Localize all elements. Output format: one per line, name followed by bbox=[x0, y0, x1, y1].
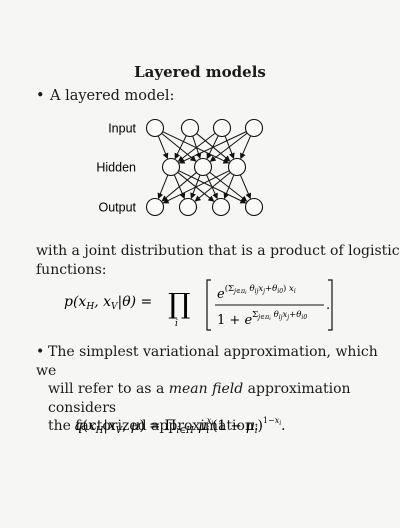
bullet2-line-2: will refer to as a mean field approximat… bbox=[36, 380, 400, 417]
bullet2-line-1: •The simplest variational approximation,… bbox=[36, 343, 400, 380]
bullet2-line-2-post: approximation considers bbox=[48, 381, 351, 416]
layer-label-output: Output bbox=[98, 201, 136, 215]
edge-1-2-0 bbox=[162, 170, 230, 204]
edge-1-1-1 bbox=[190, 174, 201, 200]
bullet-mean-field: •The simplest variational approximation,… bbox=[36, 343, 400, 436]
output-node-3 bbox=[211, 197, 231, 217]
mean-field-term: mean field bbox=[168, 381, 244, 397]
bullet2-line-1-text: The simplest variational approximation, … bbox=[36, 344, 378, 379]
edge-0-3-2 bbox=[240, 135, 252, 160]
bullet-text: A layered model: bbox=[50, 88, 175, 104]
bullet-dot: • bbox=[36, 344, 45, 360]
input-node-1 bbox=[145, 118, 165, 138]
edge-1-2-1 bbox=[194, 171, 231, 202]
input-node-4 bbox=[244, 118, 264, 138]
hidden-node-2 bbox=[193, 157, 213, 177]
edge-0-0-0 bbox=[157, 135, 169, 160]
para-line-1: with a joint distribution that is a prod… bbox=[36, 243, 400, 259]
edge-1-0-0 bbox=[157, 174, 169, 200]
slide-title: Layered models bbox=[134, 63, 266, 81]
bullet2-line-2-pre: will refer to as a bbox=[48, 381, 169, 397]
eq1-left-bracket bbox=[206, 279, 211, 331]
eq1-denominator: 1 + eΣj∈πi θijxj+θi0 bbox=[217, 310, 307, 328]
eq1-right-bracket bbox=[328, 279, 333, 331]
para-line-2: functions: bbox=[36, 261, 107, 278]
edge-1-2-3 bbox=[239, 174, 252, 200]
eq1-numerator: e(Σj∈πi θijxj+θi0) xi bbox=[217, 283, 296, 302]
output-node-1 bbox=[145, 197, 165, 217]
edge-0-1-0 bbox=[174, 135, 187, 160]
hidden-node-1 bbox=[161, 157, 181, 177]
bullet2-line-3: the factorized approximation: bbox=[48, 418, 259, 434]
output-node-2 bbox=[178, 197, 198, 217]
edge-0-0-2 bbox=[162, 131, 230, 164]
output-node-4 bbox=[244, 197, 264, 217]
layer-label-input: Input bbox=[108, 122, 136, 136]
eq1-product: ∏ bbox=[168, 287, 190, 320]
input-node-2 bbox=[180, 118, 200, 138]
eq1-product-index: i bbox=[175, 319, 178, 329]
eq1-lhs: p(xH, xV|θ) = bbox=[64, 294, 152, 312]
edge-0-3-0 bbox=[178, 131, 247, 164]
edge-1-2-2 bbox=[223, 174, 235, 200]
eq1-period: . bbox=[326, 298, 330, 313]
equation-joint: p(xH, xV|θ) = ∏ i e(Σj∈πi θijxj+θi0) xi … bbox=[40, 276, 360, 340]
equation-joint-svg: p(xH, xV|θ) = ∏ i e(Σj∈πi θijxj+θi0) xi … bbox=[64, 279, 333, 331]
bullet-layered-model: • A layered model: bbox=[36, 88, 174, 104]
edge-0-3-1 bbox=[209, 132, 248, 162]
edge-0-2-0 bbox=[177, 132, 216, 162]
joint-distribution-text: with a joint distribution that is a prod… bbox=[36, 242, 400, 279]
edge-1-1-0 bbox=[161, 172, 197, 202]
edge-1-1-2 bbox=[206, 174, 218, 200]
input-node-3 bbox=[212, 118, 232, 138]
bullet-dot: • bbox=[36, 88, 45, 104]
layer-label-hidden: Hidden bbox=[96, 161, 136, 175]
edge-0-0-1 bbox=[161, 132, 197, 162]
hidden-node-3 bbox=[227, 157, 247, 177]
